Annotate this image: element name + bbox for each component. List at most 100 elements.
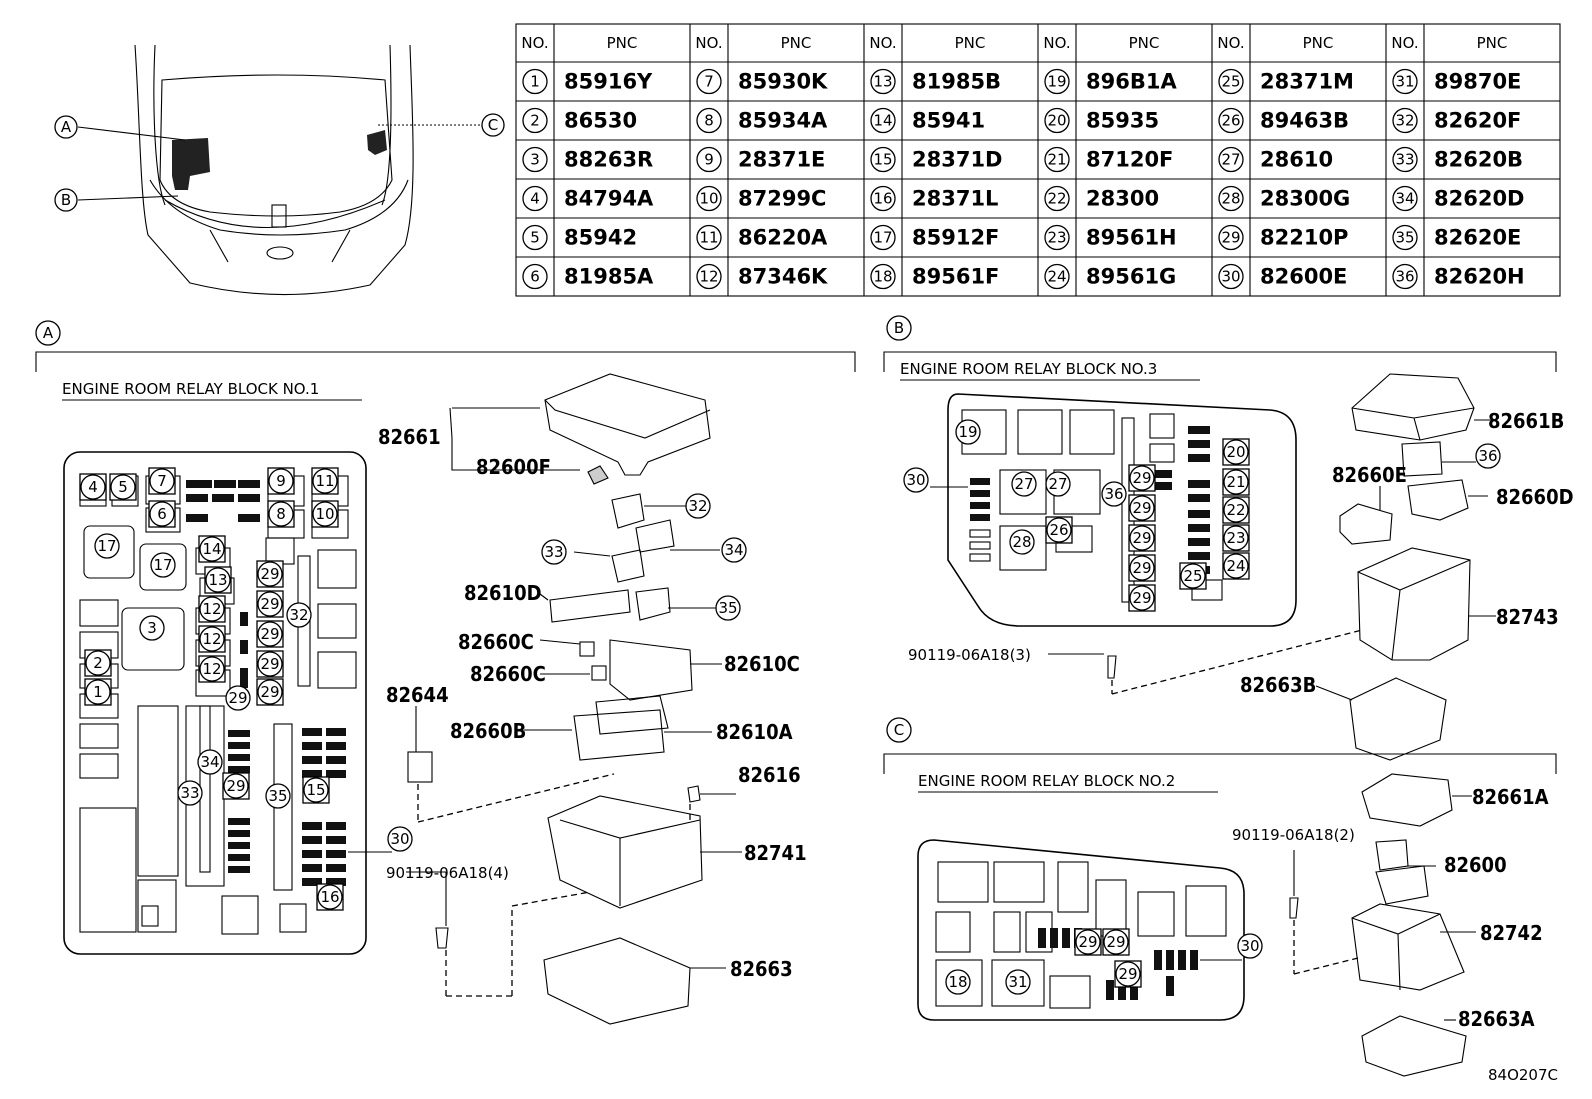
- part-82660c-2: 82660C: [470, 662, 546, 686]
- ref-callout: 29: [256, 620, 284, 648]
- ref-callout: 21: [1044, 146, 1070, 173]
- ref-number: 12: [202, 660, 221, 678]
- col-header-pnc: PNC: [1303, 34, 1334, 52]
- ref-number: 23: [1226, 529, 1245, 547]
- pnc-value: 82620F: [1434, 109, 1521, 133]
- ref-number: 4: [530, 190, 540, 208]
- section-c-parts: [1289, 773, 1476, 1077]
- section-b-title: ENGINE ROOM RELAY BLOCK NO.3: [900, 360, 1157, 378]
- ref-callout: 28: [1009, 529, 1035, 555]
- ref-callout: 16: [870, 185, 896, 212]
- ref-number: 32: [688, 497, 707, 515]
- ref-number: 29: [1132, 559, 1151, 577]
- ref-callout: 34: [721, 537, 747, 563]
- ref-callout: 30: [1237, 933, 1263, 959]
- ref-number: 17: [873, 229, 892, 247]
- pnc-value: 85941: [912, 109, 985, 133]
- ref-callout: 36: [1475, 443, 1501, 469]
- col-header-no: NO.: [695, 34, 722, 52]
- ref-callout: 19: [955, 419, 981, 445]
- col-header-no: NO.: [1217, 34, 1244, 52]
- ref-number: 17: [153, 556, 172, 574]
- ref-number: 31: [1395, 73, 1414, 91]
- ref-number: 18: [873, 268, 892, 286]
- ref-number: 19: [1047, 73, 1066, 91]
- part-82644: 82644: [386, 683, 449, 707]
- pnc-value: 82620B: [1434, 148, 1523, 172]
- ref-number: 10: [699, 190, 718, 208]
- ref-callout: 17: [150, 552, 176, 578]
- ref-number: 26: [1049, 521, 1068, 539]
- ref-callout: 33: [541, 539, 567, 565]
- ref-number: 5: [530, 229, 540, 247]
- section-c-part-refs: 30: [1237, 933, 1263, 959]
- ref-callout: 31: [1392, 68, 1418, 95]
- ref-number: 31: [1008, 973, 1027, 991]
- ref-number: 10: [315, 505, 334, 523]
- ref-number: 19: [958, 423, 977, 441]
- ref-callout: 31: [1005, 969, 1031, 995]
- ref-number: 36: [1478, 447, 1497, 465]
- ref-number: 33: [180, 784, 199, 802]
- col-header-no: NO.: [1043, 34, 1070, 52]
- ref-number: 21: [1047, 151, 1066, 169]
- ref-number: 7: [157, 472, 167, 490]
- part-82663a: 82663A: [1458, 1007, 1535, 1031]
- ref-callout: 23: [1044, 224, 1070, 251]
- ref-callout: 3: [139, 615, 165, 641]
- pnc-value: 87346K: [738, 265, 828, 289]
- ref-callout: 15: [302, 776, 330, 804]
- ref-callout: 36: [1392, 263, 1418, 290]
- ref-number: 1: [93, 683, 103, 701]
- pnc-value: 89463B: [1260, 109, 1349, 133]
- ref-number: 18: [948, 973, 967, 991]
- part-82660c-1: 82660C: [458, 630, 534, 654]
- ref-callout: 7: [148, 467, 176, 495]
- part-82661a: 82661A: [1472, 785, 1549, 809]
- ref-callout: 32: [685, 493, 711, 519]
- ref-number: 15: [873, 151, 892, 169]
- ref-callout: 33: [1392, 146, 1418, 173]
- ref-callout: 5: [522, 224, 548, 251]
- ref-callout: 30: [1218, 263, 1244, 290]
- ref-callout: 13: [204, 566, 232, 594]
- ref-callout: 14: [870, 107, 896, 134]
- pnc-value: 89870E: [1434, 70, 1521, 94]
- ref-callout: 27: [1045, 471, 1071, 497]
- ref-callout: 4: [522, 185, 548, 212]
- pnc-value: 81985A: [564, 265, 654, 289]
- ref-number: 29: [1221, 229, 1240, 247]
- ref-number: 33: [544, 543, 563, 561]
- callout-c: C: [488, 116, 498, 134]
- ref-callout: 30: [387, 826, 413, 852]
- col-header-pnc: PNC: [781, 34, 812, 52]
- ref-number: 21: [1226, 473, 1245, 491]
- ref-callout: 6: [148, 500, 176, 528]
- ref-number: 27: [1014, 475, 1033, 493]
- pnc-value: 28371M: [1260, 70, 1354, 94]
- ref-callout: 29: [256, 560, 284, 588]
- ref-callout: 14: [198, 535, 226, 563]
- ref-number: 3: [147, 619, 157, 637]
- ref-number: 14: [202, 540, 221, 558]
- ref-callout: 12: [696, 263, 722, 290]
- ref-callout: 21: [1222, 468, 1250, 496]
- ref-callout: 29: [256, 590, 284, 618]
- ref-number: 14: [873, 112, 892, 130]
- ref-callout: 24: [1044, 263, 1070, 290]
- ref-callout: 18: [945, 969, 971, 995]
- part-82610c: 82610C: [724, 652, 800, 676]
- ref-callout: 5: [109, 473, 137, 501]
